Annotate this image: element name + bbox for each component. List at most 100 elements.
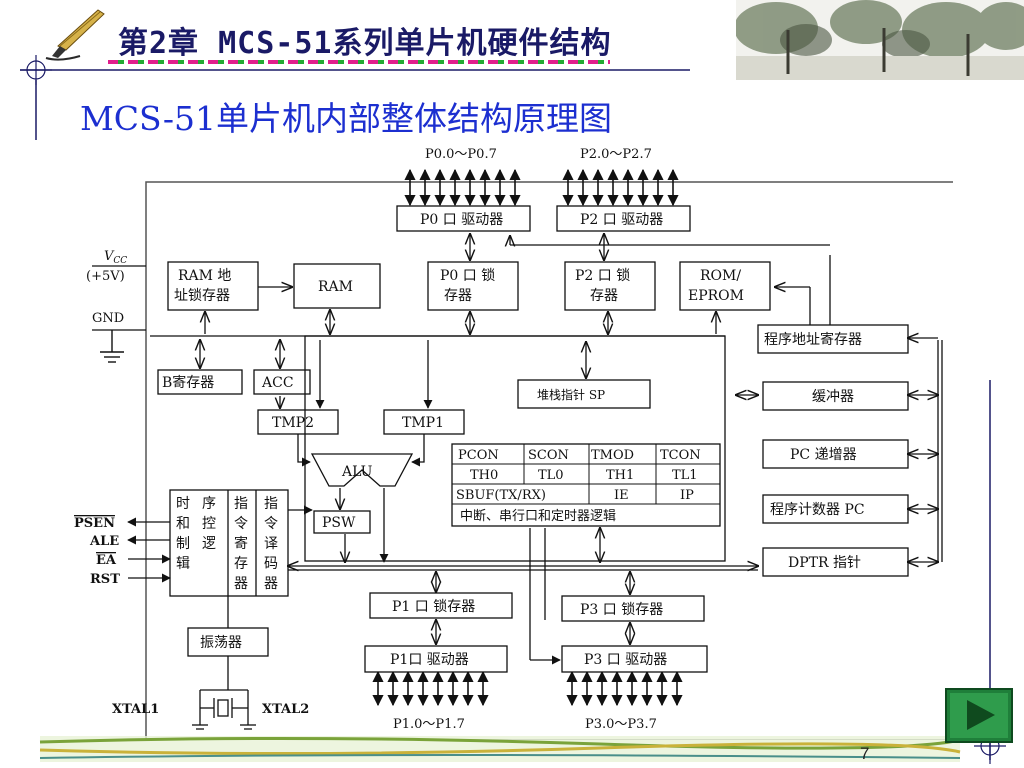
pc-inc-block bbox=[762, 439, 909, 469]
p3-latch-label: P3 口 锁存器 bbox=[580, 602, 663, 618]
p1-port-label: P1.0～P1.7 bbox=[393, 717, 465, 732]
rom-label-1: ROM/ bbox=[700, 268, 741, 284]
header-decoration bbox=[20, 9, 690, 140]
sfr-tcon: TCON bbox=[660, 448, 701, 463]
power-labels: VCC (+5V) GND bbox=[86, 249, 146, 363]
ea-pin-label: EA bbox=[96, 553, 117, 568]
psen-pin-label: PSEN bbox=[74, 516, 115, 531]
plus5v-label: (+5V) bbox=[86, 269, 125, 284]
p3-driver-block bbox=[561, 645, 708, 673]
acc-label: ACC bbox=[261, 375, 294, 391]
p2-latch-label-2: 存器 bbox=[590, 288, 618, 304]
control-block bbox=[169, 489, 289, 597]
ground-icon bbox=[100, 330, 124, 363]
p0-pins bbox=[404, 168, 521, 207]
page-number: 7 bbox=[860, 744, 870, 763]
ctrl-char-1: 时 bbox=[176, 496, 190, 512]
sfr-ie: IE bbox=[614, 488, 629, 503]
sfr-ip: IP bbox=[680, 488, 694, 503]
ram-addr-label-1: RAM 地 bbox=[178, 268, 231, 284]
rom-label-2: EPROM bbox=[688, 288, 744, 304]
ctrl-char-2: 序 bbox=[202, 496, 216, 512]
ctrl-char-5: 制 bbox=[176, 536, 190, 552]
p0-driver-label: P0 口 驱动器 bbox=[420, 212, 503, 228]
p0-driver-block bbox=[396, 205, 531, 232]
alu-block bbox=[310, 453, 414, 487]
ir-char-1: 指 bbox=[234, 496, 248, 512]
chip-frame bbox=[145, 181, 953, 740]
pc-label: 程序计数器 PC bbox=[770, 502, 865, 518]
sfr-table: PCON SCON TMOD TCON TH0 TL0 TH1 TL1 SBUF… bbox=[451, 443, 721, 527]
slide-heading: MCS-51单片机内部整体结构原理图 bbox=[80, 99, 612, 138]
p2-driver-label: P2 口 驱动器 bbox=[580, 212, 663, 228]
p1-driver-block bbox=[364, 645, 508, 673]
sp-block bbox=[517, 379, 651, 409]
tmp2-label: TMP2 bbox=[272, 415, 314, 431]
ale-pin-label: ALE bbox=[89, 534, 119, 549]
ram-addr-label-2: 址锁存器 bbox=[174, 288, 230, 304]
p0-port-label: P0.0～P0.7 bbox=[425, 147, 497, 162]
p0-latch-label-1: P0 口 锁 bbox=[440, 268, 495, 284]
p3-latch-block bbox=[561, 595, 705, 622]
sfr-th1: TH1 bbox=[606, 468, 634, 483]
sfr-pcon: PCON bbox=[458, 448, 499, 463]
b-reg-label: B寄存器 bbox=[162, 374, 214, 391]
tmp2-block bbox=[257, 409, 339, 435]
psw-block bbox=[313, 510, 371, 534]
ctrl-char-7: 辑 bbox=[176, 556, 190, 572]
gnd-label: GND bbox=[92, 311, 124, 326]
next-arrow-icon bbox=[967, 700, 995, 730]
p2-latch-label-1: P2 口 锁 bbox=[575, 268, 630, 284]
p1-latch-label: P1 口 锁存器 bbox=[392, 599, 475, 615]
ram-label: RAM bbox=[318, 279, 353, 295]
id-char-1: 指 bbox=[264, 496, 278, 512]
sfr-th0: TH0 bbox=[470, 468, 498, 483]
rom-block bbox=[679, 261, 771, 311]
buffer-label: 缓冲器 bbox=[812, 389, 854, 405]
p2-pins bbox=[562, 168, 679, 207]
mcs51-block-diagram: P0.0～P0.7 P2.0～P2.7 P1.0～P1.7 P3.0～P3.7 bbox=[74, 147, 953, 740]
sfr-tmod: TMOD bbox=[591, 448, 634, 463]
xtal1-pin-label: XTAL1 bbox=[112, 702, 159, 717]
b-reg-block bbox=[157, 369, 243, 395]
p1-driver-label: P1口 驱动器 bbox=[390, 652, 469, 668]
prog-addr-reg-label: 程序地址寄存器 bbox=[764, 331, 862, 348]
oscillator-label: 振荡器 bbox=[200, 635, 242, 651]
sfr-tl0: TL0 bbox=[538, 468, 564, 483]
sfr-footer: 中断、串行口和定时器逻辑 bbox=[460, 509, 616, 524]
p3-pins bbox=[566, 670, 683, 707]
pc-block bbox=[762, 494, 909, 524]
p0-latch-block bbox=[427, 261, 519, 311]
id-char-4: 码 bbox=[264, 556, 278, 572]
ir-char-5: 器 bbox=[234, 576, 248, 592]
id-char-3: 译 bbox=[264, 536, 278, 552]
p1-pins bbox=[372, 670, 489, 707]
ir-char-2: 令 bbox=[234, 516, 248, 532]
id-char-2: 令 bbox=[264, 516, 278, 532]
p2-driver-block bbox=[556, 205, 691, 232]
crystal-icon bbox=[192, 656, 256, 730]
xtal2-pin-label: XTAL2 bbox=[262, 702, 309, 717]
dptr-label: DPTR 指针 bbox=[788, 555, 861, 571]
ctrl-char-4: 控 bbox=[202, 516, 216, 532]
tmp1-label: TMP1 bbox=[402, 415, 444, 431]
sfr-scon: SCON bbox=[528, 448, 569, 463]
p2-port-label: P2.0～P2.7 bbox=[580, 147, 652, 162]
quill-pen-icon bbox=[45, 9, 105, 61]
acc-block bbox=[253, 369, 311, 395]
sfr-tl1: TL1 bbox=[672, 468, 698, 483]
vcc-label: VCC bbox=[104, 249, 127, 266]
alu-label: ALU bbox=[341, 464, 373, 480]
prog-addr-reg-block bbox=[757, 324, 909, 354]
rst-pin-label: RST bbox=[90, 572, 120, 587]
p3-driver-label: P3 口 驱动器 bbox=[584, 652, 667, 668]
ir-char-4: 存 bbox=[234, 556, 248, 572]
chapter-title: 第2章 MCS-51系列单片机硬件结构 bbox=[118, 26, 612, 61]
next-slide-button[interactable] bbox=[945, 688, 1013, 743]
footer-decoration bbox=[39, 731, 1006, 764]
sp-label: 堆栈指针 SP bbox=[537, 387, 605, 402]
park-photo bbox=[736, 0, 1024, 80]
ctrl-char-3: 和 bbox=[176, 516, 190, 532]
ram-block bbox=[293, 263, 381, 309]
